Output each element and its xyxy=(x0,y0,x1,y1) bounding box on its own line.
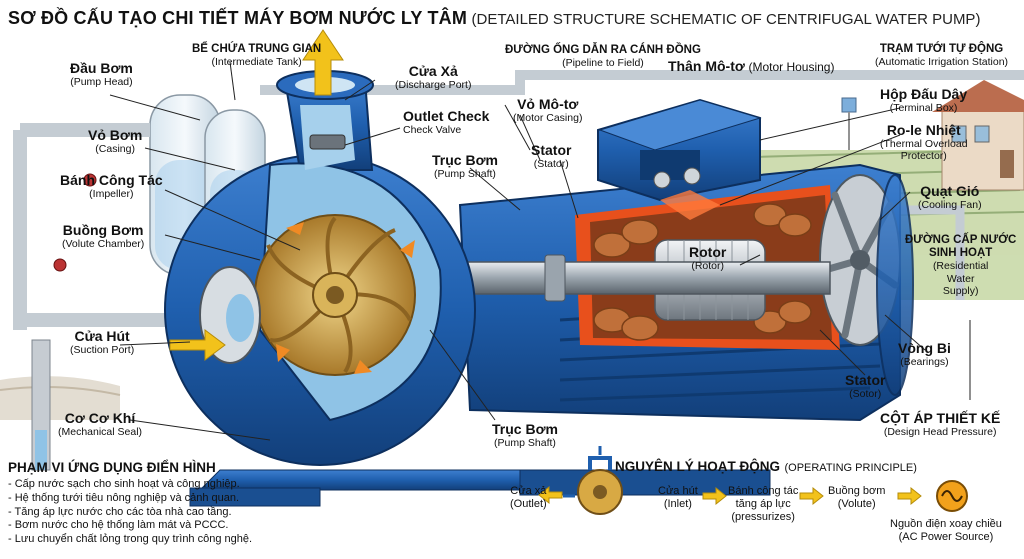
applications-heading: PHẠM VI ỨNG DỤNG ĐIỂN HÌNH xyxy=(8,460,216,475)
applications-item: Lưu chuyển chất lỏng trong quy trình côn… xyxy=(8,533,328,547)
label-pump-shaft-bottom: Trục Bơm(Pump Shaft) xyxy=(492,421,558,450)
label-rotor: Rotor(Rotor) xyxy=(689,244,727,273)
principle-inlet: Cửa hút(Inlet) xyxy=(658,485,698,511)
principle-title: NGUYÊN LÝ HOẠT ĐỘNG (OPERATING PRINCIPLE… xyxy=(615,459,917,474)
label-motor-casing: Vỏ Mô-tơ(Motor Casing) xyxy=(513,96,583,125)
label-bearings: Vòng Bi(Bearings) xyxy=(898,340,951,369)
applications-item: Hệ thống tưới tiêu nông nghiệp và cảnh q… xyxy=(8,492,328,506)
label-intermediate-tank: BỂ CHỨA TRUNG GIAN(Intermediate Tank) xyxy=(192,43,322,69)
applications-list: PHẠM VI ỨNG DỤNG ĐIỂN HÌNH Cấp nước sạch… xyxy=(8,460,328,547)
diagram-title: SƠ ĐỒ CẤU TẠO CHI TIẾT MÁY BƠM NƯỚC LY T… xyxy=(8,8,980,29)
label-volute-chamber: Buồng Bơm(Volute Chamber) xyxy=(62,222,145,251)
principle-outlet: Cửa xả(Outlet) xyxy=(510,485,547,511)
label-terminal-box: Hộp Đấu Dây(Terminal Box) xyxy=(880,86,968,115)
label-impeller: Bánh Công Tác(Impeller) xyxy=(60,172,163,201)
label-mechanical-seal: Cơ Cơ Khí(Mechanical Seal) xyxy=(58,410,143,439)
principle-power: Nguồn điện xoay chiều(AC Power Source) xyxy=(890,518,1002,544)
label-pump-head: Đầu Bơm(Pump Head) xyxy=(70,60,133,89)
left-plumbing xyxy=(0,70,1024,471)
label-suction-port: Cửa Hút(Suction Port) xyxy=(70,328,135,357)
label-stator-bottom: Stator(Sotor) xyxy=(845,372,886,401)
principle-icons xyxy=(538,446,968,515)
title-vietnamese: SƠ ĐỒ CẤU TẠO CHI TIẾT MÁY BƠM NƯỚC LY T… xyxy=(8,8,468,28)
applications-item: Bơm nước cho hệ thống làm mát và PCCC. xyxy=(8,519,328,533)
label-motor-housing: Thân Mô-tơ (Motor Housing) xyxy=(668,58,835,74)
label-irrigation-station: TRẠM TƯỚI TỰ ĐỘNG(Automatic Irrigation S… xyxy=(875,43,1009,69)
label-casing: Vỏ Bơm(Casing) xyxy=(88,127,143,156)
principle-volute: Buồng bơm(Volute) xyxy=(828,485,886,511)
label-pump-shaft-top: Trục Bơm(Pump Shaft) xyxy=(432,152,498,181)
applications-item: Cấp nước sạch cho sinh hoạt và công nghi… xyxy=(8,478,328,492)
label-discharge-port: Cửa Xả(Discharge Port) xyxy=(395,63,472,92)
pump-casing xyxy=(164,70,476,466)
label-cooling-fan: Quạt Gió(Cooling Fan) xyxy=(918,183,982,212)
label-design-head: CỘT ÁP THIẾT KẾ(Design Head Pressure) xyxy=(880,410,1001,439)
applications-item: Tăng áp lực nước cho các tòa nhà cao tần… xyxy=(8,506,328,520)
title-english: (DETAILED STRUCTURE SCHEMATIC OF CENTRIF… xyxy=(471,11,981,28)
label-stator-top: Stator(Stator) xyxy=(531,142,572,171)
label-pipeline-to-field: ĐƯỜNG ỐNG DẪN RA CÁNH ĐỒNG(Pipeline to F… xyxy=(505,44,701,70)
